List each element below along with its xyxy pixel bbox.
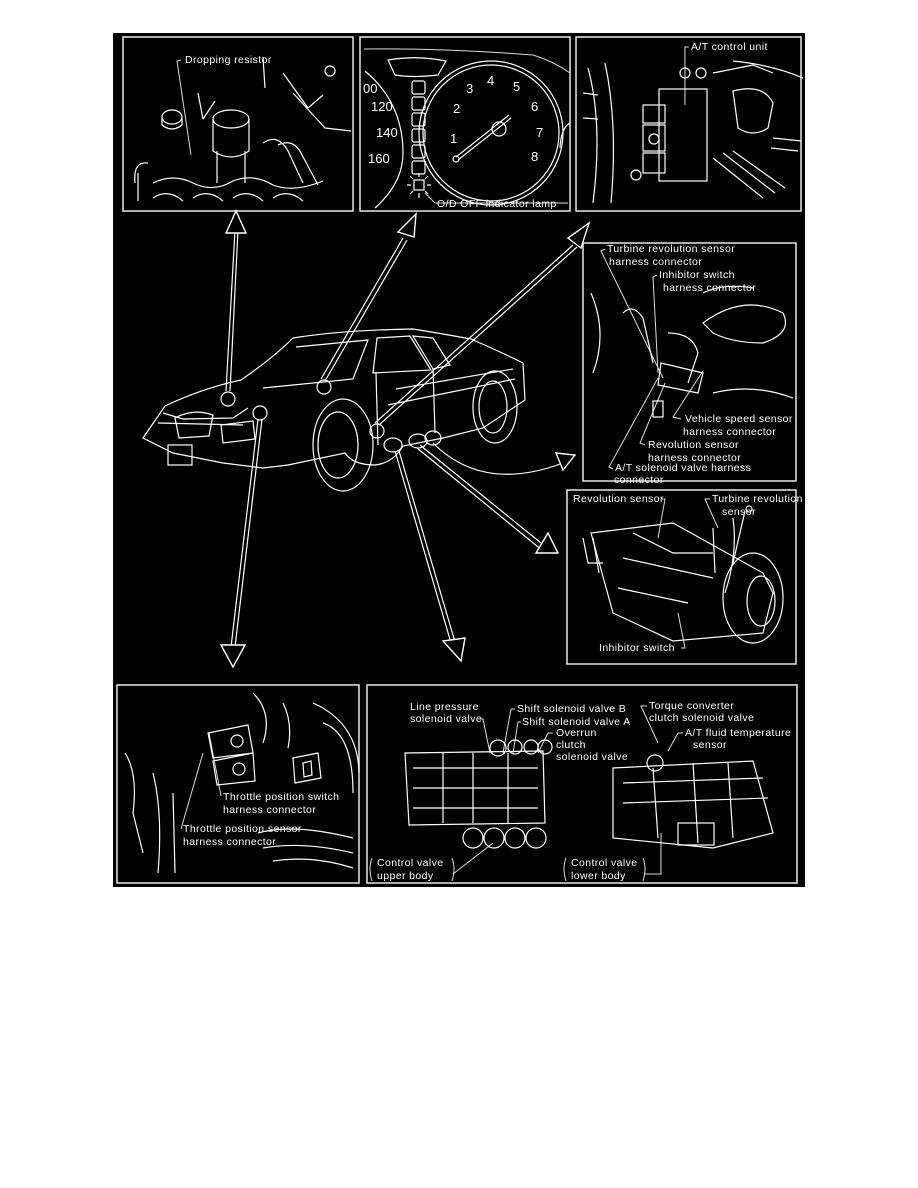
speedo-tick-100: 00 [363, 81, 377, 96]
label-line-pressure-2: solenoid valve [410, 713, 482, 725]
location-marker-control-valve-1 [383, 437, 403, 453]
panel-harness-connectors: Turbine revolution sensor harness connec… [582, 242, 797, 486]
location-marker-harness [369, 423, 385, 439]
label-turbine-revolution-sensor-harness-2: harness connector [609, 256, 702, 268]
label-fluid-temp-1: A/T fluid temperature [685, 727, 791, 739]
label-revolution-sensor-harness-1: Revolution sensor [648, 439, 739, 451]
tach-tick-8: 8 [531, 149, 538, 164]
tach-tick-1: 1 [450, 131, 457, 146]
panel-dropping-resistor: Dropping resistor [122, 36, 354, 212]
speedo-tick-160: 160 [368, 151, 390, 166]
label-overrun-3: solenoid valve [556, 751, 628, 763]
label-throttle-position-sensor-1: Throttle position sensor [183, 823, 302, 835]
label-vehicle-speed-sensor-harness-1: Vehicle speed sensor [685, 413, 793, 425]
diagram-canvas: Dropping resistor 00 120 140 160 [113, 33, 805, 887]
label-shift-solenoid-a: Shift solenoid valve A [522, 716, 631, 728]
label-turbine-revolution-sensor-harness-1: Turbine revolution sensor [607, 243, 735, 255]
panel-control-valve: Line pressure solenoid valve Shift solen… [366, 684, 798, 884]
location-marker-control-valve-3 [424, 430, 442, 446]
label-torque-converter-1: Torque converter [649, 700, 734, 712]
label-at-control-unit: A/T control unit [691, 41, 768, 53]
panel-od-off-lamp: 00 120 140 160 O/D OFF indicator lamp 1 … [359, 36, 571, 212]
label-line-pressure-1: Line pressure [410, 701, 479, 713]
tach-tick-3: 3 [466, 81, 473, 96]
label-torque-converter-2: clutch solenoid valve [649, 712, 754, 724]
label-cv-upper-1: Control valve [377, 857, 443, 869]
label-solenoid-valve-harness-1: A/T solenoid valve harness [615, 462, 751, 474]
label-turbine-revolution-2: sensor [722, 506, 756, 518]
label-cv-lower-2: lower body [571, 870, 626, 882]
label-throttle-position-switch-1: Throttle position switch [223, 791, 339, 803]
arrow-transmission [534, 531, 560, 554]
arrow-control-valve [441, 637, 466, 663]
arrow-control-unit [566, 221, 591, 250]
label-inhibitor-switch: Inhibitor switch [599, 642, 675, 654]
label-turbine-revolution-1: Turbine revolution [712, 493, 803, 505]
label-inhibitor-switch-harness-1: Inhibitor switch [659, 269, 735, 281]
arrow-harness [432, 442, 564, 475]
arrow-dropping-resistor [225, 229, 239, 392]
panel-throttle: Throttle position switch harness connect… [116, 684, 360, 884]
label-throttle-position-sensor-2: harness connector [183, 836, 276, 848]
label-dropping-resistor: Dropping resistor [185, 54, 272, 66]
tach-tick-5: 5 [513, 79, 520, 94]
panel-transmission: Revolution sensor Turbine revolution sen… [566, 489, 803, 665]
label-revolution-sensor: Revolution sensor [573, 493, 664, 505]
location-marker-control-valve-2 [408, 433, 428, 449]
label-od-off-indicator-lamp: O/D OFF indicator lamp [437, 198, 557, 210]
label-cv-upper-2: upper body [377, 870, 434, 882]
tach-tick-7: 7 [536, 125, 543, 140]
location-marker-throttle [252, 405, 268, 421]
label-revolution-sensor-harness-2: harness connector [648, 452, 741, 464]
tach-tick-2: 2 [453, 101, 460, 116]
car-illustration [142, 328, 526, 492]
location-marker-od-off-lamp [316, 379, 332, 395]
label-throttle-position-switch-2: harness connector [223, 804, 316, 816]
label-solenoid-valve-harness-2: connector [614, 474, 664, 486]
arrow-throttle [219, 644, 247, 669]
diagram-svg: Dropping resistor 00 120 140 160 [116, 36, 804, 884]
od-off-lamp-icon [407, 173, 431, 198]
tach-tick-4: 4 [487, 73, 494, 88]
label-overrun-1: Overrun [556, 727, 597, 739]
speedo-tick-140: 140 [376, 125, 398, 140]
label-fluid-temp-2: sensor [693, 739, 727, 751]
label-overrun-2: clutch [556, 739, 586, 751]
label-vehicle-speed-sensor-harness-2: harness connector [683, 426, 776, 438]
arrow-od-off-lamp [396, 212, 417, 238]
label-inhibitor-switch-harness-2: harness connector [663, 282, 756, 294]
location-marker-dropping-resistor [220, 391, 236, 407]
label-cv-lower-1: Control valve [571, 857, 637, 869]
speedo-tick-120: 120 [371, 99, 393, 114]
tach-tick-6: 6 [531, 99, 538, 114]
label-shift-solenoid-b: Shift solenoid valve B [517, 703, 626, 715]
callout-arrows [219, 209, 591, 669]
panel-control-unit: A/T control unit [575, 36, 804, 212]
